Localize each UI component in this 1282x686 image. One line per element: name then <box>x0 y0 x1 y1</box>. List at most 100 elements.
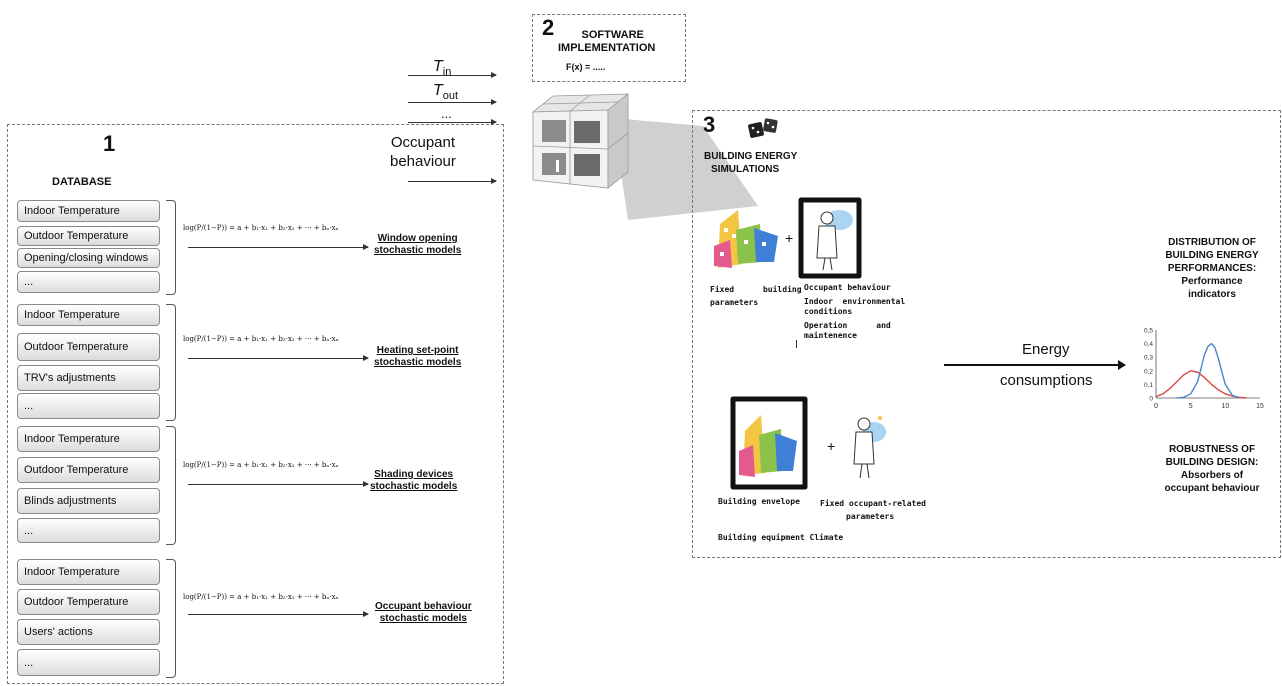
building-cube-illustration <box>531 93 758 220</box>
simulation-title: BUILDING ENERGY SIMULATIONS <box>704 150 797 176</box>
model-arrow <box>188 355 369 361</box>
database-panel <box>7 124 504 684</box>
database-field: TRV's adjustments <box>17 365 160 391</box>
dots-arrow <box>408 119 497 125</box>
y-tick-label: 0 <box>1149 396 1153 403</box>
y-tick-label: 0,4 <box>1144 341 1153 348</box>
t-in-subscript: in <box>442 66 452 79</box>
t-in-symbol: T <box>433 58 443 75</box>
software-panel <box>532 14 686 82</box>
robust-line2: BUILDING DESIGN: <box>1165 457 1259 468</box>
parameters-text: parameters <box>710 298 759 307</box>
building-equipment-text: Building equipment Climate <box>718 533 844 542</box>
small-bar-mark <box>796 340 797 348</box>
y-tick-label: 0,5 <box>1144 328 1153 335</box>
occupant-line2: behaviour <box>390 153 456 170</box>
maintenence-text: maintenence <box>804 331 857 340</box>
robust-line4: occupant behaviour <box>1164 483 1260 494</box>
database-field: Users' actions <box>17 619 160 645</box>
y-tick-label: 0,1 <box>1144 382 1153 389</box>
dots-label: ... <box>441 106 452 121</box>
section-3-number: 3 <box>703 112 716 137</box>
building-envelope-text: Building envelope <box>718 497 800 506</box>
distribution-heading: DISTRIBUTION OF BUILDING ENERGY PERFORMA… <box>1150 236 1274 301</box>
group-bracket <box>166 304 176 421</box>
robust-line1: ROBUSTNESS OF <box>1168 444 1256 455</box>
database-field: Outdoor Temperature <box>17 226 160 246</box>
database-field: Outdoor Temperature <box>17 589 160 615</box>
energy-arrow <box>944 360 1126 370</box>
logistic-formula: log(P/(1−P)) = a + b₁·x₁ + b₂·x₂ + ··· +… <box>183 224 339 232</box>
dice-icon <box>748 118 778 138</box>
database-field: Blinds adjustments <box>17 488 160 514</box>
occupant-line1: Occupant <box>390 134 456 151</box>
top-right-label: Occupant behaviour Indoor environmental … <box>804 283 905 341</box>
logistic-formula: log(P/(1−P)) = a + b₁·x₁ + b₂·x₂ + ··· +… <box>183 593 339 601</box>
group-bracket <box>166 559 176 678</box>
model-arrow <box>188 244 369 250</box>
x-tick-label: 5 <box>1189 403 1193 410</box>
database-field: ... <box>17 393 160 419</box>
model-label-line: Heating set-point <box>376 345 459 356</box>
plus-sign-bottom: + <box>827 438 836 454</box>
t-in-label: Tin <box>433 58 451 78</box>
group-bracket <box>166 200 176 295</box>
fixed-occupant-text: Fixed occupant-related <box>820 499 926 508</box>
logistic-formula: log(P/(1−P)) = a + b₁·x₁ + b₂·x₂ + ··· +… <box>183 335 339 343</box>
energy-label-line2: consumptions <box>1000 372 1093 389</box>
conditions-text: conditions <box>804 307 853 316</box>
x-tick-label: 15 <box>1256 403 1264 410</box>
colorful-buildings-icon <box>714 210 778 268</box>
occupant-behaviour-text: Occupant behaviour <box>804 283 891 292</box>
distribution-series-line <box>1155 370 1247 399</box>
database-field: Indoor Temperature <box>17 559 160 585</box>
dist-line1: DISTRIBUTION OF <box>1168 237 1256 248</box>
dist-line4: Performance <box>1181 276 1243 287</box>
x-tick-label: 0 <box>1154 403 1158 410</box>
t-in-arrow <box>408 72 497 78</box>
top-left-label: Fixed building parameters <box>710 283 802 309</box>
operation-text: Operation and <box>804 321 891 330</box>
database-field: Outdoor Temperature <box>17 457 160 483</box>
indoor-environmental-text: Indoor environmental <box>804 297 906 306</box>
database-title: DATABASE <box>52 176 112 188</box>
y-tick-label: 0,2 <box>1144 368 1153 375</box>
section-1-number: 1 <box>103 131 116 156</box>
database-field: ... <box>17 271 160 293</box>
database-field: Opening/closing windows <box>17 248 160 268</box>
group-bracket <box>166 426 176 545</box>
occupant-person-icon <box>853 416 886 479</box>
model-label-line: stochastic models <box>374 357 462 368</box>
dist-line3: PERFORMANCES: <box>1167 263 1257 274</box>
database-field: Indoor Temperature <box>17 200 160 222</box>
dist-line2: BUILDING ENERGY <box>1165 250 1259 261</box>
bottom-parameters-text: parameters <box>846 512 895 521</box>
database-field: Outdoor Temperature <box>17 333 160 361</box>
simulation-title-line1: BUILDING ENERGY <box>704 151 798 162</box>
t-out-symbol: T <box>433 82 443 99</box>
fixed-building-text: Fixed building <box>710 285 802 294</box>
dist-line5: indicators <box>1188 289 1236 300</box>
software-title: SOFTWARE IMPLEMENTATION <box>558 29 655 55</box>
model-label-line: Occupant behaviour <box>375 601 472 612</box>
energy-label-line1: Energy <box>1022 341 1070 358</box>
robust-line3: Absorbers of <box>1180 470 1244 481</box>
model-arrow <box>188 481 369 487</box>
database-field: Indoor Temperature <box>17 304 160 326</box>
occupant-arrow <box>408 178 497 184</box>
occupant-person-framed-icon <box>798 197 862 279</box>
y-tick-label: 0,3 <box>1144 355 1153 362</box>
database-field: ... <box>17 518 160 543</box>
occupant-behaviour-label: Occupant behaviour <box>390 133 456 171</box>
software-formula: F(x) = ..... <box>566 62 606 72</box>
model-label-line: stochastic models <box>370 481 458 492</box>
software-title-line2: IMPLEMENTATION <box>558 42 656 54</box>
model-label-line: Window opening <box>377 233 458 244</box>
model-label-line: stochastic models <box>379 613 467 624</box>
t-out-label: Tout <box>433 82 458 102</box>
database-field: Indoor Temperature <box>17 426 160 452</box>
plus-sign-top: + <box>785 230 794 246</box>
